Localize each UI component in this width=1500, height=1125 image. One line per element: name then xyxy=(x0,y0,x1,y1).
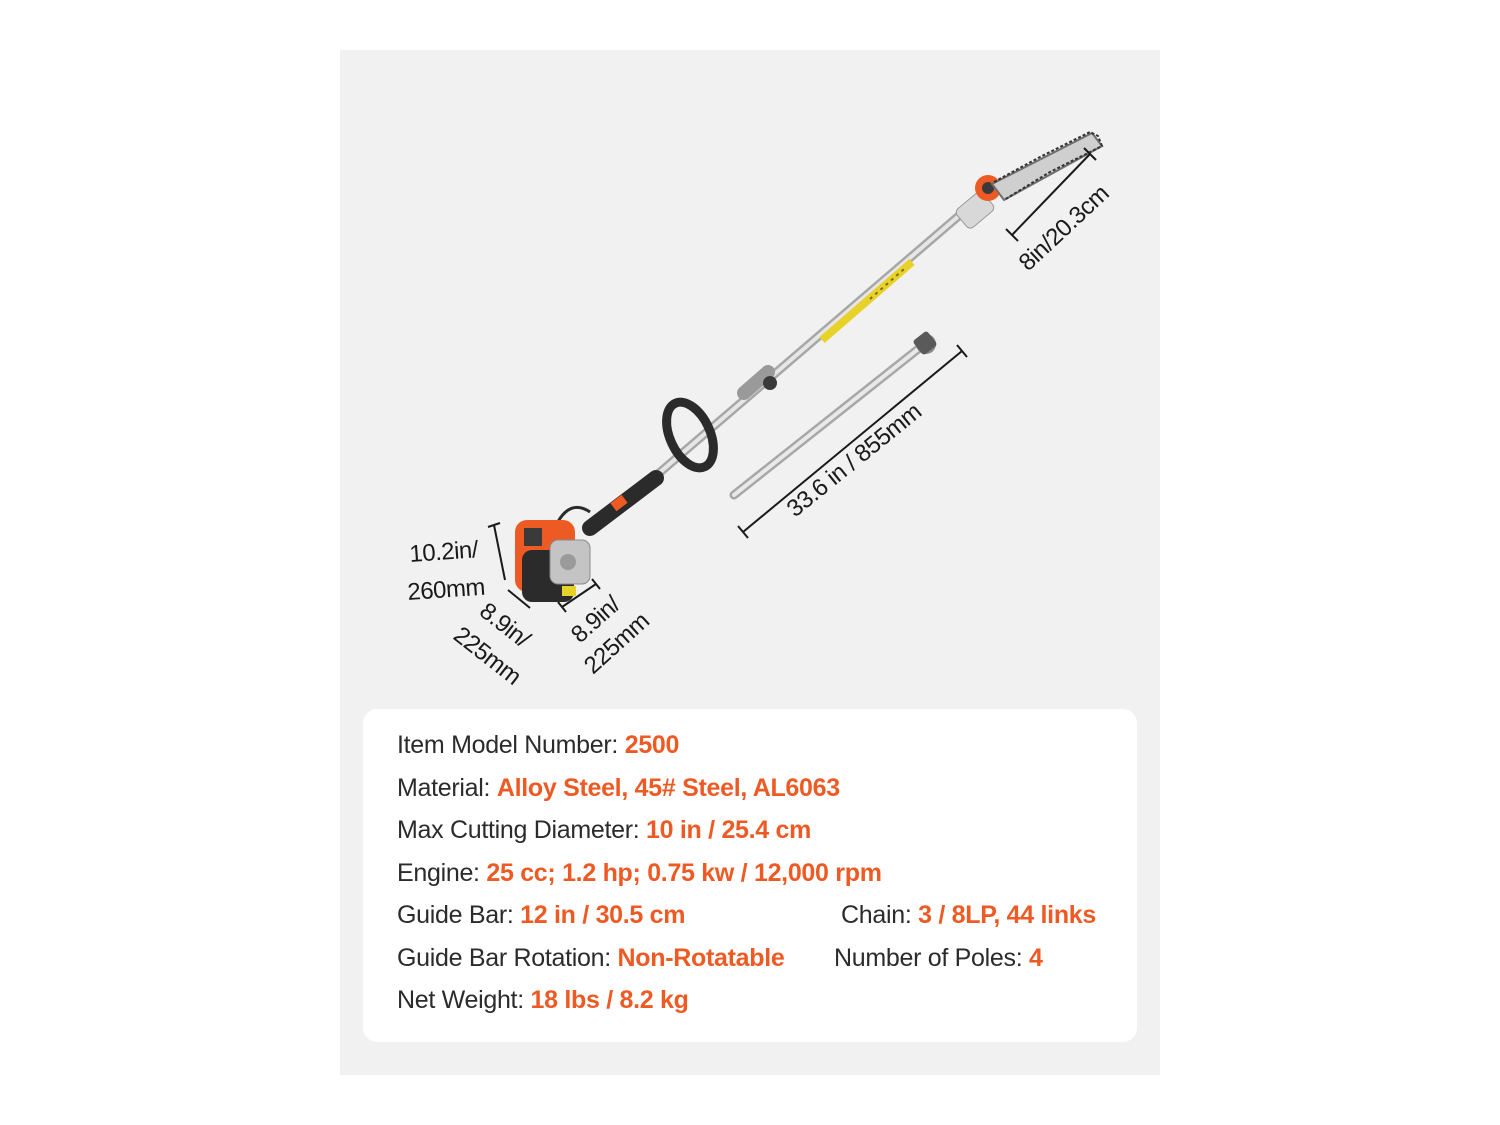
pole-coupler xyxy=(737,365,777,400)
dimension-engine-width xyxy=(557,578,601,613)
spec-cutting-value: 10 in / 25.4 cm xyxy=(646,816,812,844)
spec-material-value: Alloy Steel, 45# Steel, AL6063 xyxy=(496,774,840,802)
spec-engine-label: Engine: xyxy=(397,859,487,887)
spec-poles-value: 4 xyxy=(1029,944,1043,972)
spec-poles: Number of Poles: 4 xyxy=(834,944,1043,973)
spec-rotation-value: Non-Rotatable xyxy=(617,944,785,972)
spec-cutting-diameter: Max Cutting Diameter: 10 in / 25.4 cm xyxy=(397,816,811,845)
spec-poles-label: Number of Poles: xyxy=(834,944,1029,972)
chainsaw-head xyxy=(955,130,1104,229)
product-panel: 8in/20.3cm 33.6 in / 855mm 10.2in/ 260mm… xyxy=(340,50,1160,1075)
loop-handle xyxy=(662,397,718,473)
dimension-extension xyxy=(737,344,968,539)
spec-net-weight: Net Weight: 18 lbs / 8.2 kg xyxy=(397,986,689,1015)
spec-chain-value: 3 / 8LP, 44 links xyxy=(918,901,1097,929)
dimension-engine-height xyxy=(487,522,506,581)
spec-engine: Engine: 25 cc; 1.2 hp; 0.75 kw / 12,000 … xyxy=(397,859,882,888)
spec-weight-label: Net Weight: xyxy=(397,986,531,1014)
spec-guide-bar: Guide Bar: 12 in / 30.5 cm xyxy=(397,901,686,930)
dimension-bar xyxy=(1005,147,1097,242)
main-pole xyxy=(597,203,973,527)
spec-engine-value: 25 cc; 1.2 hp; 0.75 kw / 12,000 rpm xyxy=(486,859,882,887)
spec-cutting-label: Max Cutting Diameter: xyxy=(397,816,647,844)
extension-length-label: 33.6 in / 855mm xyxy=(782,398,927,523)
pole-saw-illustration: 8in/20.3cm 33.6 in / 855mm 10.2in/ 260mm… xyxy=(407,130,1115,690)
spec-rotation-label: Guide Bar Rotation: xyxy=(397,944,618,972)
engine-unit xyxy=(515,520,591,602)
spec-weight-value: 18 lbs / 8.2 kg xyxy=(530,986,689,1014)
spec-bar-rotation: Guide Bar Rotation: Non-Rotatable xyxy=(397,944,785,973)
specs-card: Item Model Number: 2500 Material: Alloy … xyxy=(363,709,1137,1042)
spec-chain-label: Chain: xyxy=(841,901,919,929)
engine-height-label-line1: 10.2in/ xyxy=(409,536,480,568)
spec-guide-bar-value: 12 in / 30.5 cm xyxy=(520,901,686,929)
extension-pole xyxy=(729,331,937,500)
bar-length-label: 8in/20.3cm xyxy=(1014,180,1115,276)
spec-model-label: Item Model Number: xyxy=(397,731,625,759)
spec-guide-bar-label: Guide Bar: xyxy=(397,901,521,929)
spec-model: Item Model Number: 2500 xyxy=(397,731,679,760)
dimension-engine-depth xyxy=(507,589,531,609)
spec-material-label: Material: xyxy=(397,774,497,802)
spec-material: Material: Alloy Steel, 45# Steel, AL6063 xyxy=(397,774,840,803)
spec-chain: Chain: 3 / 8LP, 44 links xyxy=(841,901,1096,930)
engine-height-label-line2: 260mm xyxy=(407,574,486,606)
spec-model-value: 2500 xyxy=(624,731,680,759)
